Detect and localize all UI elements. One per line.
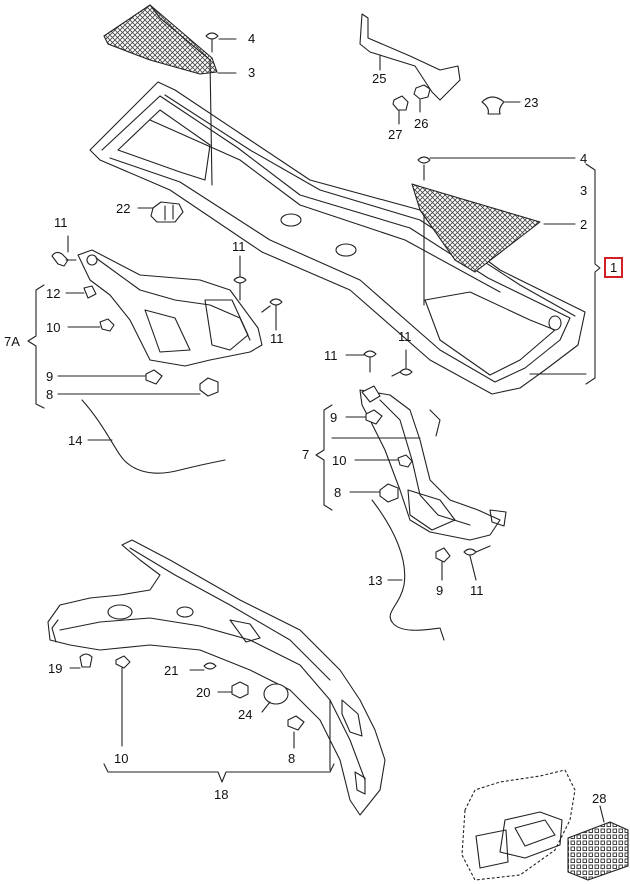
callout-11-e[interactable]: 11 xyxy=(398,329,412,344)
callout-4-right[interactable]: 4 xyxy=(580,151,588,166)
callout-11-c[interactable]: 11 xyxy=(270,331,284,346)
bracket-25 xyxy=(359,13,461,101)
grille-right xyxy=(411,183,541,273)
callout-8-c[interactable]: 8 xyxy=(288,751,296,766)
bracket-7 xyxy=(359,389,507,541)
callout-28[interactable]: 28 xyxy=(592,791,607,806)
callout-9-b[interactable]: 9 xyxy=(330,410,338,425)
callout-8-b[interactable]: 8 xyxy=(334,485,342,500)
callout-7[interactable]: 7 xyxy=(302,447,310,462)
grille-28 xyxy=(567,821,629,881)
callout-26[interactable]: 26 xyxy=(414,116,429,131)
callout-20[interactable]: 20 xyxy=(196,685,211,700)
bracket-7a xyxy=(77,249,263,367)
callout-27[interactable]: 27 xyxy=(388,127,403,142)
bulkhead-18 xyxy=(47,539,386,816)
callout-11-b[interactable]: 11 xyxy=(232,239,246,254)
callout-10-c[interactable]: 10 xyxy=(114,751,129,766)
callout-11-d[interactable]: 11 xyxy=(324,348,338,363)
callout-1-selected[interactable]: 1 xyxy=(604,257,624,278)
callout-10-a[interactable]: 10 xyxy=(46,320,61,335)
callout-22[interactable]: 22 xyxy=(116,201,131,216)
callout-11-a[interactable]: 11 xyxy=(54,215,68,230)
callout-23[interactable]: 23 xyxy=(524,95,539,110)
callout-8-a[interactable]: 8 xyxy=(46,387,54,402)
callout-24[interactable]: 24 xyxy=(238,707,253,722)
callout-14[interactable]: 14 xyxy=(68,433,83,448)
callout-25[interactable]: 25 xyxy=(372,71,387,86)
callout-3-right[interactable]: 3 xyxy=(580,183,588,198)
callout-19[interactable]: 19 xyxy=(48,661,63,676)
grille-top xyxy=(103,4,218,75)
callout-7a[interactable]: 7A xyxy=(4,334,20,349)
callout-13[interactable]: 13 xyxy=(368,573,383,588)
callout-4-top[interactable]: 4 xyxy=(248,31,256,46)
callout-18[interactable]: 18 xyxy=(214,787,229,802)
cable-14 xyxy=(81,399,226,474)
callout-10-b[interactable]: 10 xyxy=(332,453,347,468)
callout-9-a[interactable]: 9 xyxy=(46,369,54,384)
cable-13 xyxy=(371,499,445,641)
plenum-panel xyxy=(89,59,586,395)
callout-9-c[interactable]: 9 xyxy=(436,583,444,598)
callout-3-top[interactable]: 3 xyxy=(248,65,256,80)
callout-21[interactable]: 21 xyxy=(164,663,179,678)
callout-12[interactable]: 12 xyxy=(46,286,61,301)
callout-2[interactable]: 2 xyxy=(580,217,588,232)
callout-11-f[interactable]: 11 xyxy=(470,583,484,598)
